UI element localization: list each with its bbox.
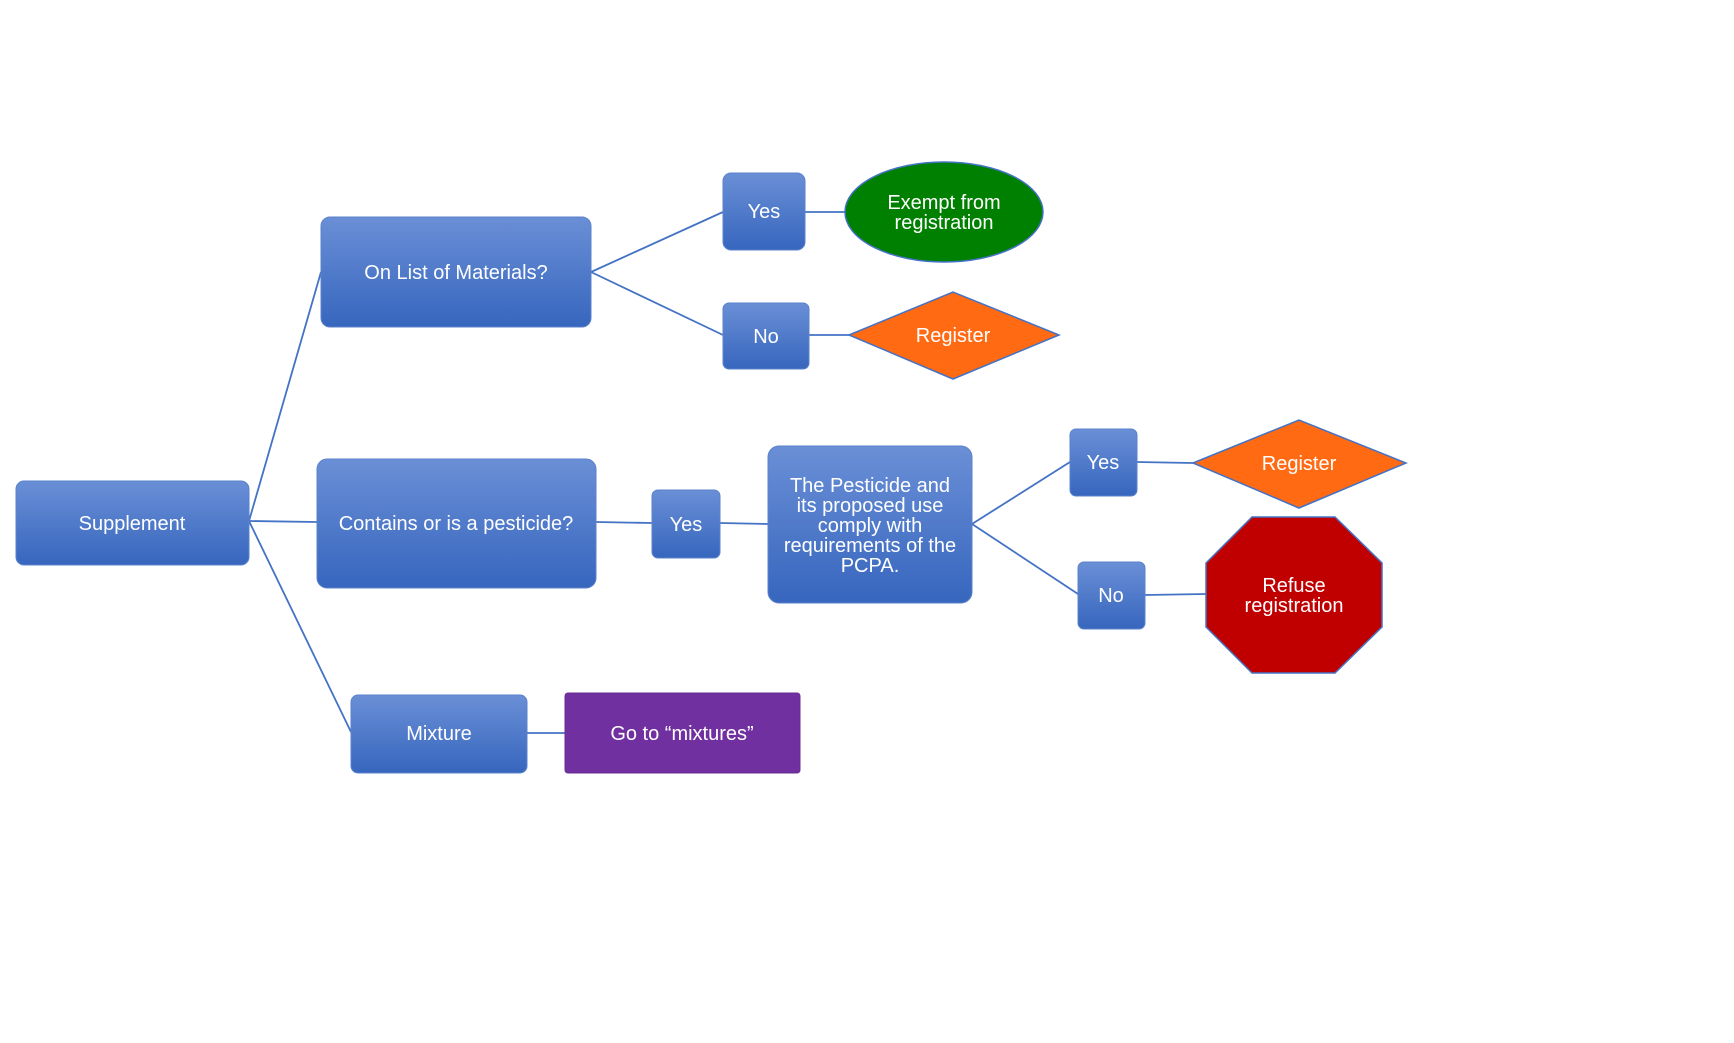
- node-label-line: Exempt from: [887, 192, 1000, 214]
- node-label: Go to “mixtures”: [610, 723, 753, 745]
- node-label: No: [753, 326, 779, 348]
- node-label-line: The Pesticide and: [790, 475, 950, 497]
- node-label: Yes: [670, 514, 703, 536]
- node-label-line: Refuse: [1262, 575, 1325, 597]
- node-contains-pesticide: Contains or is a pesticide?: [316, 458, 597, 589]
- node-label: No: [1098, 585, 1124, 607]
- node-label: Contains or is a pesticide?: [339, 513, 574, 535]
- node-label: On List of Materials?: [364, 262, 547, 284]
- node-pcpa-no: No: [1077, 561, 1146, 630]
- node-label-line: Register: [1262, 453, 1337, 475]
- node-label-line: Mixture: [406, 723, 472, 745]
- edge-supplement-contains: [248, 520, 318, 523]
- connectors: [248, 211, 1207, 734]
- node-label-line: requirements of the: [784, 535, 956, 557]
- node-list-yes: Yes: [722, 172, 806, 251]
- edge-yes-pcpa: [719, 522, 769, 525]
- edge-yes-register: [1136, 461, 1194, 464]
- edge-no-refuse: [1144, 593, 1207, 596]
- node-on-list-of-materials: On List of Materials?: [320, 216, 592, 328]
- node-label: Register: [1262, 453, 1337, 475]
- node-label-line: PCPA.: [841, 555, 900, 577]
- node-label-line: comply with: [818, 515, 922, 537]
- node-pesticide-yes: Yes: [651, 489, 721, 559]
- node-label-line: Contains or is a pesticide?: [339, 513, 574, 535]
- node-label-line: registration: [895, 212, 994, 234]
- node-label-line: No: [753, 326, 779, 348]
- node-label: Register: [916, 325, 991, 347]
- node-label: Yes: [1087, 452, 1120, 474]
- edge-supplement-mixture: [248, 520, 352, 733]
- node-label-line: its proposed use: [797, 495, 944, 517]
- edge-onlist-no: [590, 271, 724, 336]
- node-label-line: Yes: [748, 201, 781, 223]
- node-label-line: Yes: [670, 514, 703, 536]
- node-label-line: On List of Materials?: [364, 262, 547, 284]
- node-label-line: No: [1098, 585, 1124, 607]
- edge-supplement-onlist: [248, 271, 322, 522]
- node-label-line: Yes: [1087, 452, 1120, 474]
- node-supplement: Supplement: [15, 480, 250, 566]
- node-register-1: Register: [847, 291, 1061, 380]
- node-go-to-mixtures: Go to “mixtures”: [564, 692, 801, 774]
- node-list-no: No: [722, 302, 810, 370]
- node-register-2: Register: [1191, 419, 1408, 509]
- node-label-line: registration: [1245, 595, 1344, 617]
- edge-pcpa-no: [971, 523, 1079, 595]
- node-label: Mixture: [406, 723, 472, 745]
- node-mixture: Mixture: [350, 694, 528, 774]
- node-label: Yes: [748, 201, 781, 223]
- edge-onlist-yes: [590, 211, 724, 273]
- edge-pcpa-yes: [971, 461, 1071, 525]
- node-label-line: Go to “mixtures”: [610, 723, 753, 745]
- node-label-line: Register: [916, 325, 991, 347]
- node-pcpa-yes: Yes: [1069, 428, 1138, 497]
- node-label-line: Supplement: [79, 513, 186, 535]
- node-label: Supplement: [79, 513, 186, 535]
- edge-contains-yes: [595, 521, 653, 524]
